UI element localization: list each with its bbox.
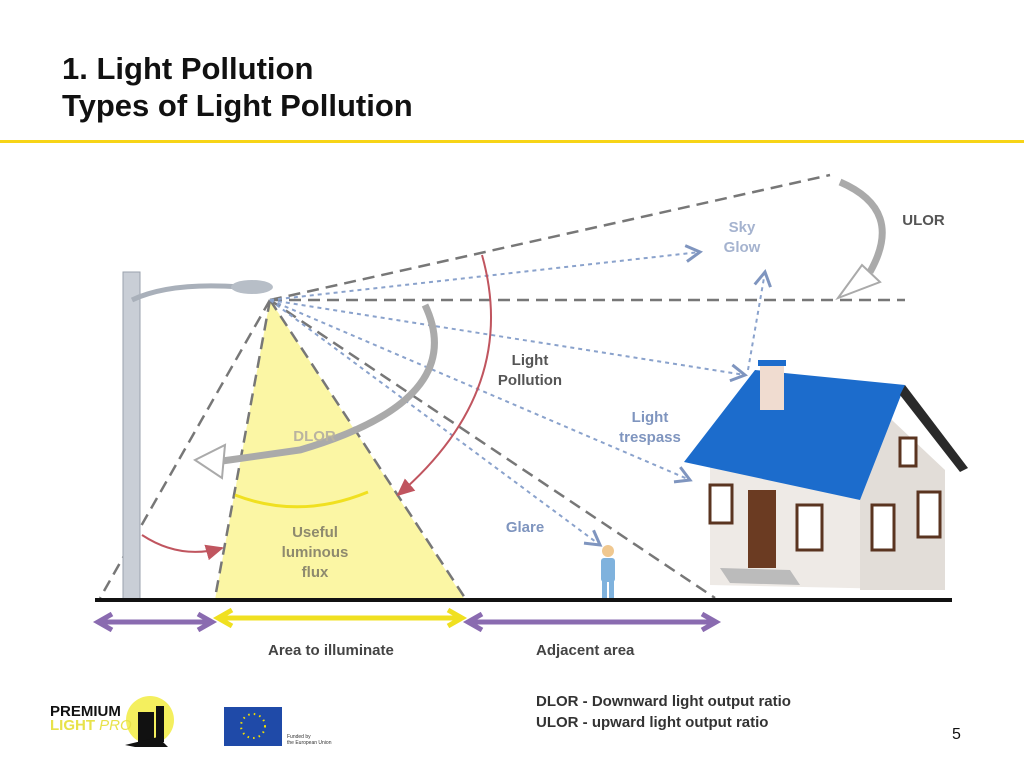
ulor-curved-arrow: [838, 178, 886, 274]
slide-title: 1. Light Pollution Types of Light Pollut…: [62, 50, 413, 124]
title-line-1: 1. Light Pollution: [62, 51, 314, 86]
page-number: 5: [952, 726, 961, 743]
useful-line-2: luminous: [281, 544, 349, 561]
premium-light-pro-wordmark: PREMIUM LIGHT PRO: [50, 703, 132, 734]
logo-light: LIGHT: [50, 717, 95, 734]
person-figure: [601, 545, 615, 600]
useful-luminous-flux-label: Useful luminous flux: [270, 523, 360, 583]
ulor-label: ULOR: [902, 212, 945, 229]
dlor-curved-arrow: [214, 303, 438, 466]
ulor-arrow-head: [835, 263, 882, 301]
eu-text-line-2: the European Union: [287, 740, 332, 746]
light-pollution-arc: [396, 254, 493, 497]
useful-line-1: Useful: [292, 524, 338, 541]
light-trespass-line-2: trespass: [619, 429, 681, 446]
area-to-illuminate-label: Area to illuminate: [268, 642, 394, 659]
adjacent-area-label: Adjacent area: [536, 642, 635, 659]
logo-pro: PRO: [99, 717, 132, 734]
pole-angle-arc: [141, 534, 224, 561]
house: [684, 360, 968, 590]
premium-light-pro-logo: [125, 696, 174, 747]
logo-line-1: PREMIUM: [50, 703, 121, 720]
eu-flag-logo: [224, 707, 282, 746]
logo-line-2: LIGHT PRO: [50, 717, 132, 734]
light-trespass-line-1: Light: [631, 409, 669, 426]
legend: DLOR - Downward light output ratio ULOR …: [536, 691, 791, 733]
glare-label: Glare: [505, 519, 545, 536]
light-pollution-line-2: Pollution: [497, 372, 563, 389]
title-divider: [0, 140, 1024, 143]
street-lamp: [122, 271, 273, 601]
eu-funding-text: Funded by the European Union: [287, 734, 331, 746]
light-trespass-label: Light trespass: [605, 408, 695, 448]
sky-glow-label: Sky Glow: [712, 218, 772, 258]
legend-ulor: ULOR - upward light output ratio: [536, 714, 769, 731]
legend-dlor: DLOR - Downward light output ratio: [536, 693, 791, 710]
area-arrows: [92, 607, 722, 633]
dlor-arrow-head: [193, 443, 227, 480]
useful-flux-cone: [215, 300, 465, 600]
light-pollution-line-1: Light: [511, 352, 549, 369]
dlor-angle-arc: [234, 490, 369, 509]
light-pollution-label: Light Pollution: [485, 351, 575, 391]
sky-glow-line-1: Sky: [728, 219, 756, 236]
dlor-label: DLOR: [293, 428, 336, 445]
title-line-2: Types of Light Pollution: [62, 88, 413, 123]
eu-text-line-1: Funded by: [287, 734, 311, 740]
useful-line-3: flux: [301, 564, 329, 581]
sky-glow-line-2: Glow: [723, 239, 761, 256]
light-rays: [269, 244, 772, 547]
